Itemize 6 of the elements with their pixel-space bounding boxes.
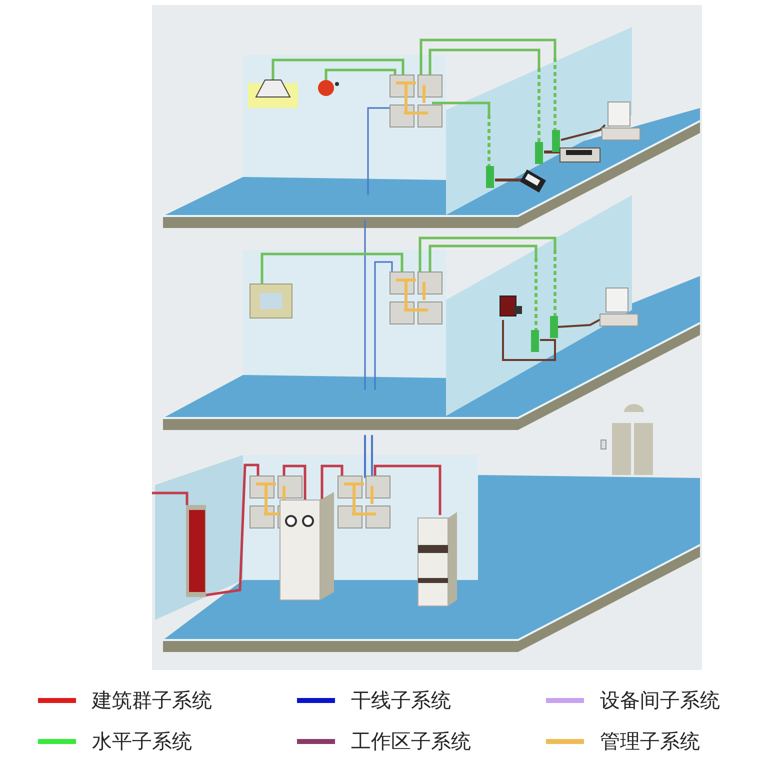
legend-label: 水平子系统 (92, 728, 192, 755)
legend-label: 工作区子系统 (351, 728, 471, 755)
legend-label: 管理子系统 (600, 728, 700, 755)
legend-label: 干线子系统 (351, 687, 451, 714)
legend-label: 设备间子系统 (600, 687, 720, 714)
legend-label: 建筑群子系统 (92, 687, 212, 714)
